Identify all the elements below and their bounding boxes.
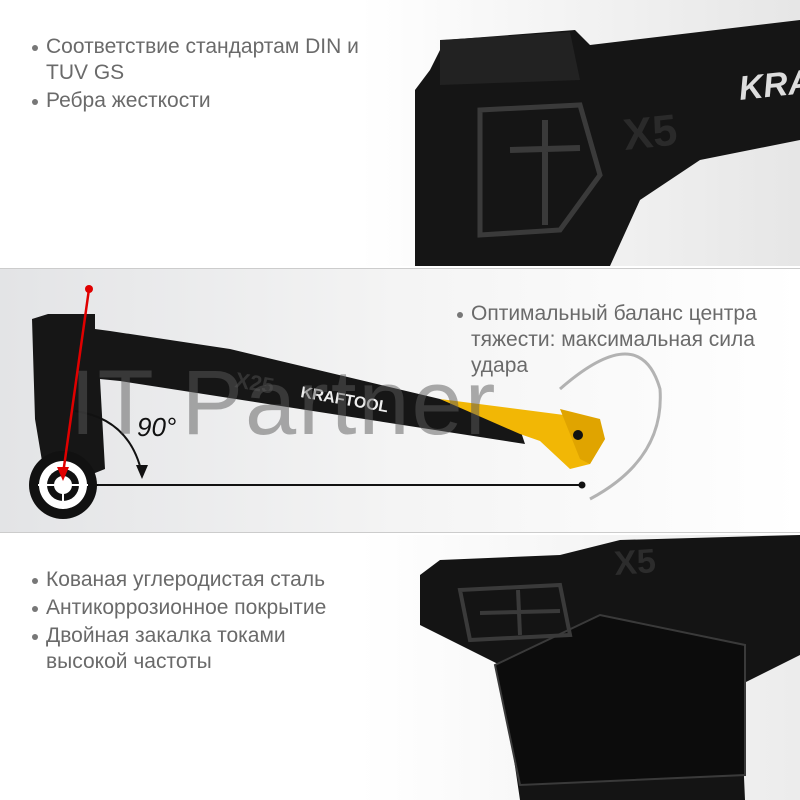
axe-blade-closeup-image: X5 xyxy=(420,535,800,800)
feature-item: Антикоррозионное покрытие xyxy=(30,595,370,621)
feature-item: Ребра жесткости xyxy=(30,88,360,114)
feature-item: Соответствие стандартам DIN и TUV GS xyxy=(30,34,360,86)
angle-label: 90° xyxy=(137,412,177,442)
feature-item: Двойная закалка токами высокой частоты xyxy=(30,623,370,675)
feature-item: Оптимальный баланс центра тяжести: макси… xyxy=(455,301,775,379)
angle-arc xyxy=(74,410,143,475)
top-panel: Соответствие стандартам DIN и TUV GS Реб… xyxy=(0,0,800,266)
watermark: IT Partner xyxy=(70,352,498,454)
gravity-line xyxy=(61,288,91,475)
feature-list-middle: Оптимальный баланс центра тяжести: макси… xyxy=(455,301,775,381)
middle-panel: X25 KRAFTOOL IT Partner 90° Оптимальный … xyxy=(0,268,800,533)
feature-list-top: Соответствие стандартам DIN и TUV GS Реб… xyxy=(30,34,360,116)
head-label: X5 xyxy=(613,542,657,583)
watermark-logo xyxy=(559,352,662,501)
feature-item: Кованая углеродистая сталь xyxy=(30,567,370,593)
head-label: X5 xyxy=(621,106,680,160)
bottom-panel: Кованая углеродистая сталь Антикоррозион… xyxy=(0,535,800,800)
axe-balance-diagram: X25 KRAFTOOL xyxy=(29,285,662,519)
feature-list-bottom: Кованая углеродистая сталь Антикоррозион… xyxy=(30,567,370,677)
axe-head-closeup-image: X5 KRAFTOOL xyxy=(415,20,800,266)
